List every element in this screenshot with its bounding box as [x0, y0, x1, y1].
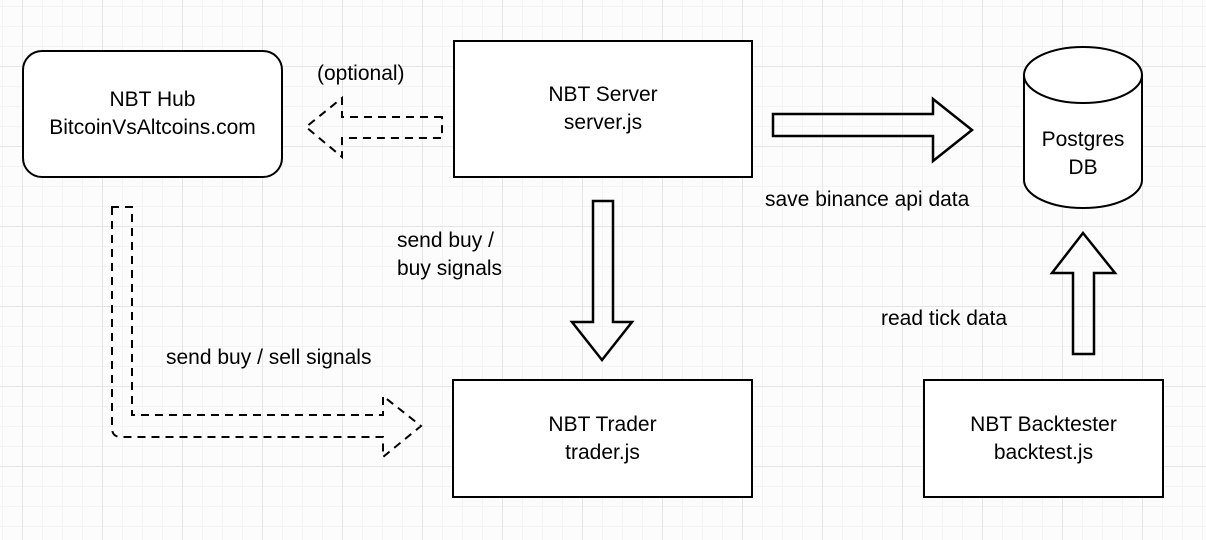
- node-nbt-backtester[interactable]: NBT Backtester backtest.js: [923, 379, 1164, 498]
- node-title: NBT Backtester: [970, 412, 1117, 436]
- node-subtitle: trader.js: [565, 440, 640, 464]
- edge-label-optional: (optional): [317, 62, 405, 85]
- edge-hub-to-trader-dashed-arrow[interactable]: [111, 206, 423, 460]
- edge-label-send-buy-sell-signals: send buy / sell signals: [166, 346, 372, 369]
- edge-label-read-tick-data: read tick data: [881, 307, 1008, 330]
- node-postgres-db[interactable]: [1023, 46, 1143, 209]
- node-subtitle: BitcoinVsAltcoins.com: [49, 116, 256, 139]
- edge-server-to-trader-arrow[interactable]: [569, 199, 635, 363]
- node-nbt-hub[interactable]: NBT Hub BitcoinVsAltcoins.com: [22, 50, 283, 178]
- node-title: NBT Hub: [109, 88, 196, 111]
- edge-label-line: send buy /: [397, 229, 494, 252]
- node-title: NBT Trader: [548, 412, 657, 436]
- node-nbt-backtester-label: NBT Backtester backtest.js: [970, 411, 1117, 467]
- edge-server-to-hub-dashed-arrow[interactable]: [304, 95, 443, 160]
- cylinder-top: [1023, 46, 1143, 104]
- edge-label-save-binance-api-data: save binance api data: [765, 188, 970, 211]
- edge-backtester-to-postgres-arrow[interactable]: [1049, 230, 1118, 356]
- node-title: Postgres: [1041, 128, 1125, 151]
- node-nbt-hub-label: NBT Hub BitcoinVsAltcoins.com: [49, 86, 256, 142]
- node-title: NBT Server: [548, 83, 658, 106]
- edge-label-line: buy signals: [397, 257, 503, 280]
- node-subtitle: DB: [1068, 156, 1098, 179]
- edge-label-send-buy-signals: send buy / buy signals: [397, 227, 502, 283]
- node-subtitle: backtest.js: [993, 440, 1094, 464]
- node-nbt-server[interactable]: NBT Server server.js: [453, 40, 753, 178]
- node-nbt-server-label: NBT Server server.js: [548, 81, 657, 137]
- cylinder-body: [1023, 74, 1143, 209]
- edge-server-to-postgres-arrow[interactable]: [771, 96, 975, 164]
- node-nbt-trader-label: NBT Trader trader.js: [548, 411, 656, 467]
- node-subtitle: server.js: [563, 111, 643, 134]
- node-nbt-trader[interactable]: NBT Trader trader.js: [452, 379, 753, 498]
- node-postgres-db-label: Postgres DB: [1023, 126, 1143, 182]
